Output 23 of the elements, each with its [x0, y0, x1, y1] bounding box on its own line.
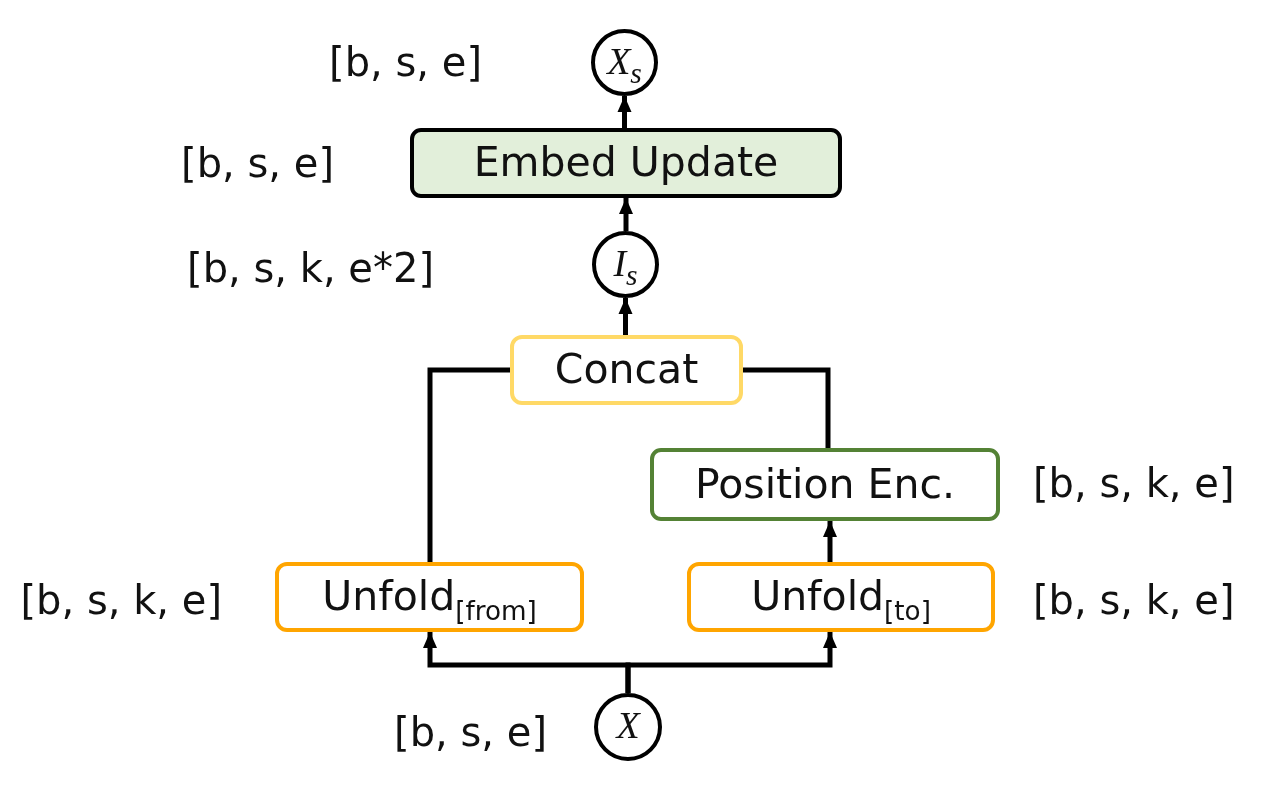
process-box	[650, 448, 1000, 521]
connector-line	[743, 367, 831, 448]
variable-label: X	[616, 706, 640, 744]
connector-line	[427, 367, 510, 562]
process-box	[410, 128, 842, 198]
tensor-size-label: [b, s, k, e]	[1033, 460, 1235, 506]
tensor-size-label: [b, s, e]	[181, 140, 334, 186]
arrow	[823, 521, 837, 562]
process-box	[510, 335, 743, 405]
tensor-size-label: [b, s, e]	[329, 39, 482, 85]
arrow	[625, 632, 837, 693]
node-label: Concat	[554, 347, 699, 393]
node-label: Embed Update	[473, 140, 779, 186]
arrow	[618, 298, 633, 335]
arrow	[617, 96, 632, 128]
tensor-size-label: [b, s, k, e]	[20, 577, 222, 623]
arrow	[619, 198, 633, 231]
tensor-size-label: [b, s, k, e*2]	[187, 245, 434, 291]
tensor-size-label: [b, s, k, e]	[1033, 577, 1235, 623]
process-box	[687, 562, 995, 632]
node-label: Position Enc.	[694, 461, 956, 508]
process-box	[275, 562, 584, 632]
tensor-size-label: [b, s, e]	[394, 709, 547, 755]
